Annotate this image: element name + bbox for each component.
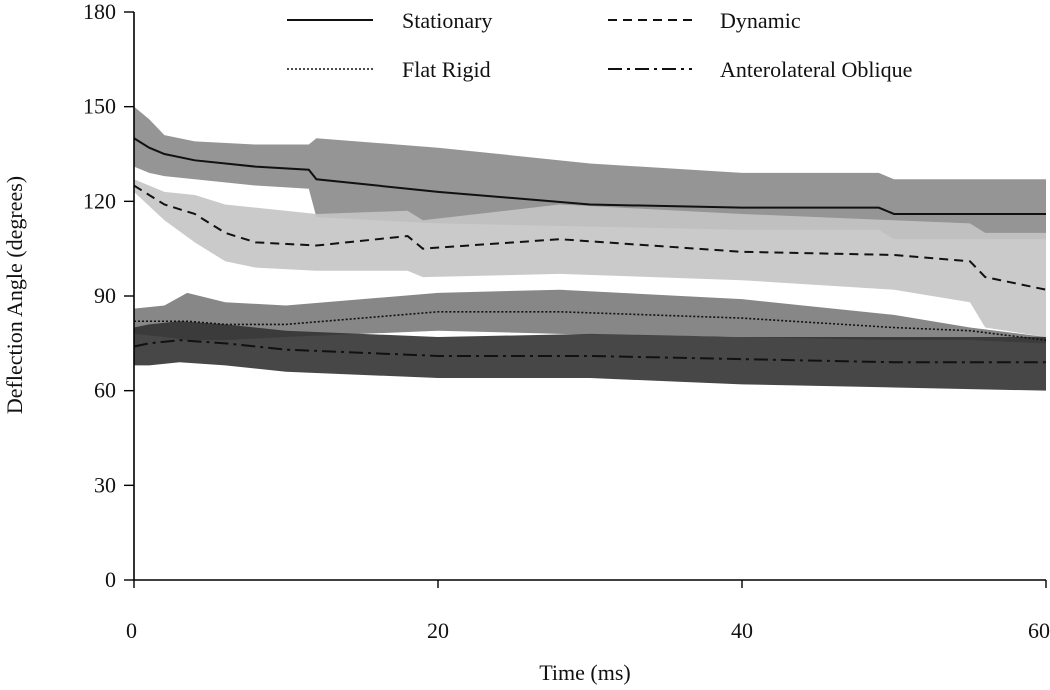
series-line-1	[133, 184, 1047, 291]
legend-label-0: Stationary	[402, 8, 492, 33]
x-axis-label: Time (ms)	[539, 660, 630, 685]
series-mean-lines	[133, 137, 1047, 364]
y-tick-label-1: 30	[94, 472, 116, 497]
y-tick-label-6: 180	[83, 0, 116, 24]
y-tick-label-2: 60	[94, 378, 116, 403]
band-0	[134, 106, 1046, 240]
series-line-2	[134, 310, 1047, 341]
axes: 0 30 60 90 120 150 180 0 20 40 60	[83, 0, 1050, 643]
series-line-0	[133, 137, 1046, 215]
series-line-3	[133, 339, 1046, 364]
x-tick-label-2: 40	[731, 618, 753, 643]
legend-label-2: Flat Rigid	[402, 57, 491, 82]
band-3	[134, 321, 1046, 391]
x-tick-label-3: 60	[1028, 618, 1050, 643]
y-axis-label: Deflection Angle (degrees)	[2, 176, 27, 414]
y-tick-label-5: 150	[83, 94, 116, 119]
confidence-bands	[134, 106, 1046, 391]
y-tick-label-3: 90	[94, 283, 116, 308]
legend-label-1: Dynamic	[720, 8, 801, 33]
band-1	[134, 179, 1046, 338]
y-tick-label-0: 0	[105, 567, 116, 592]
legend-label-3: Anterolateral Oblique	[720, 57, 912, 82]
y-tick-label-4: 120	[83, 188, 116, 213]
x-tick-label-0: 0	[126, 618, 137, 643]
x-tick-label-1: 20	[427, 618, 449, 643]
band-2	[134, 289, 1046, 344]
